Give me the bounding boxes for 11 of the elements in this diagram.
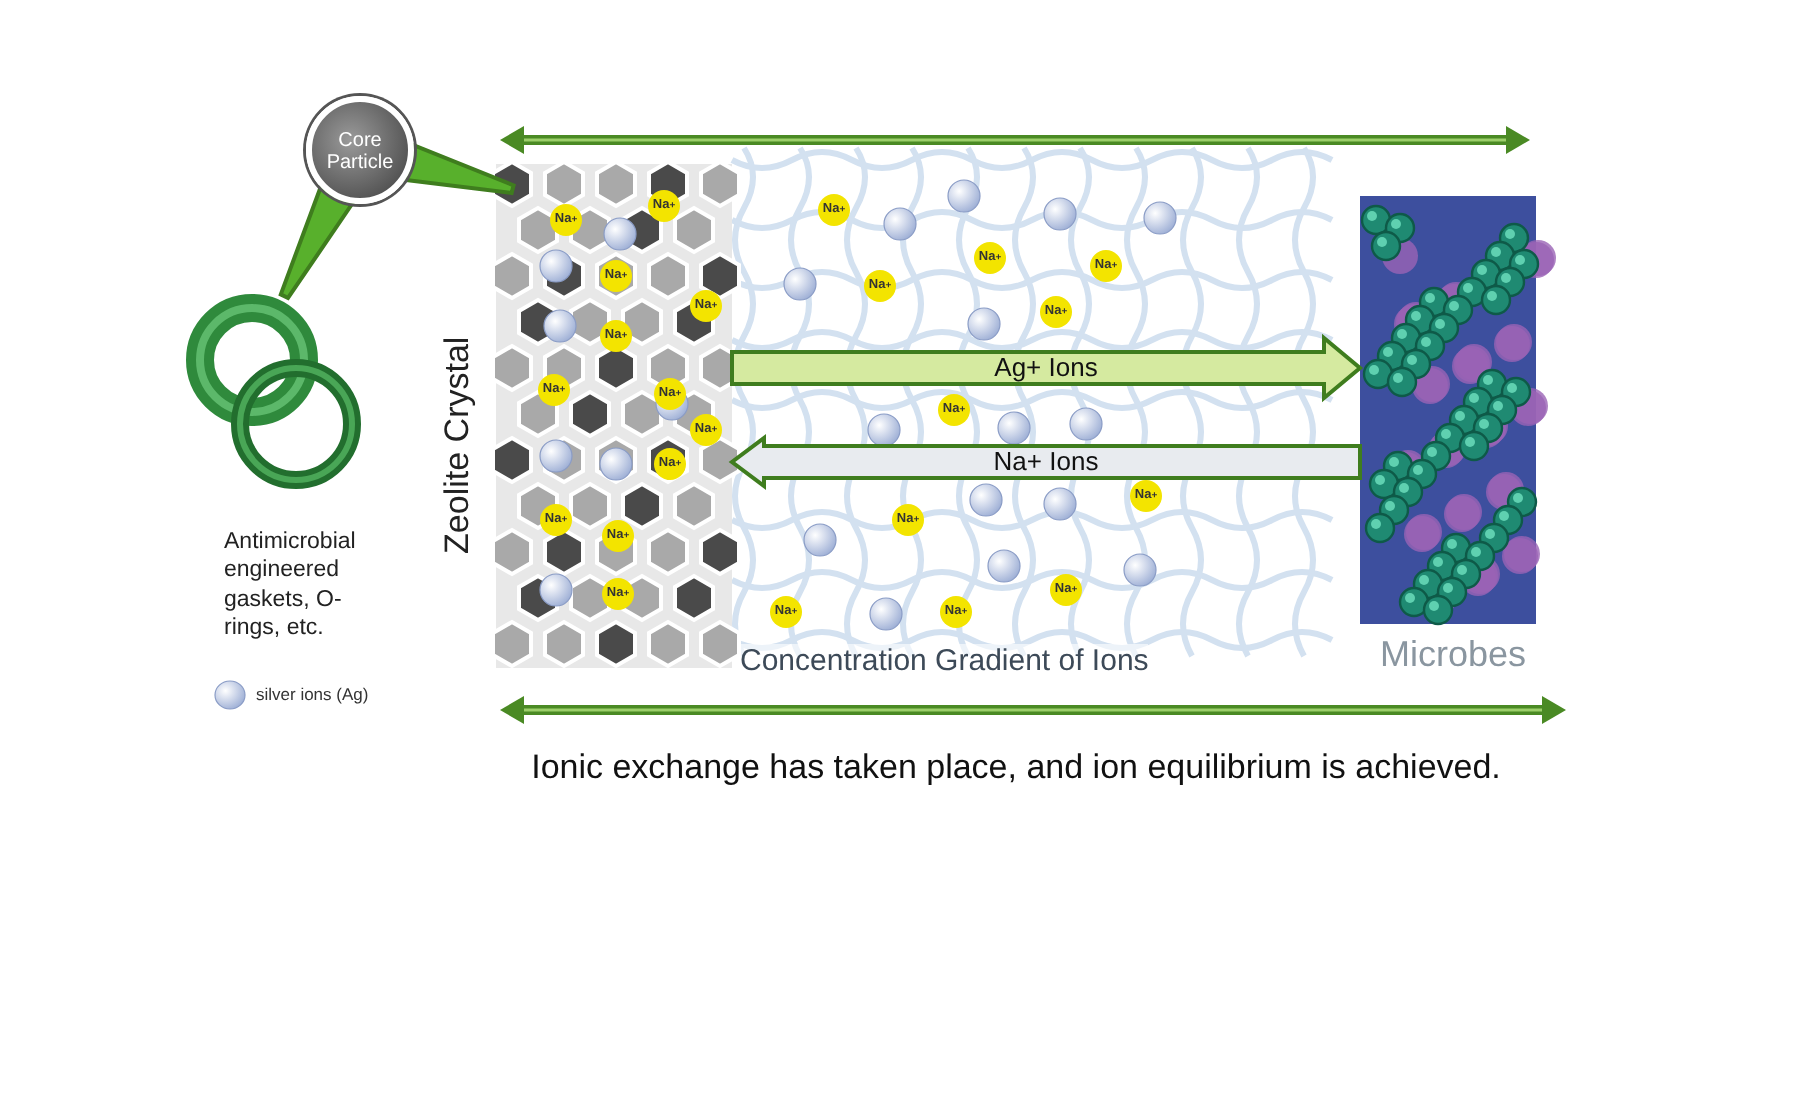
block-arrow xyxy=(730,333,1364,403)
node-title: Zeolite Crystal xyxy=(435,334,478,558)
edge-label: Na+ Ions xyxy=(991,446,1101,478)
legend-text: silver ions (Ag) xyxy=(256,684,369,704)
node-caption: Antimicrobial engineered gaskets, O-rings, etc. xyxy=(224,528,358,643)
callout-circle xyxy=(306,96,414,204)
node-caption: Microbes xyxy=(1380,632,1529,677)
caption: Ionic exchange has taken place, and ion equilibrium is achieved. xyxy=(529,748,1503,788)
node-text: Core Particle xyxy=(324,130,396,174)
edge-label: Ag+ Ions xyxy=(992,352,1100,384)
block-arrow xyxy=(728,434,1362,490)
